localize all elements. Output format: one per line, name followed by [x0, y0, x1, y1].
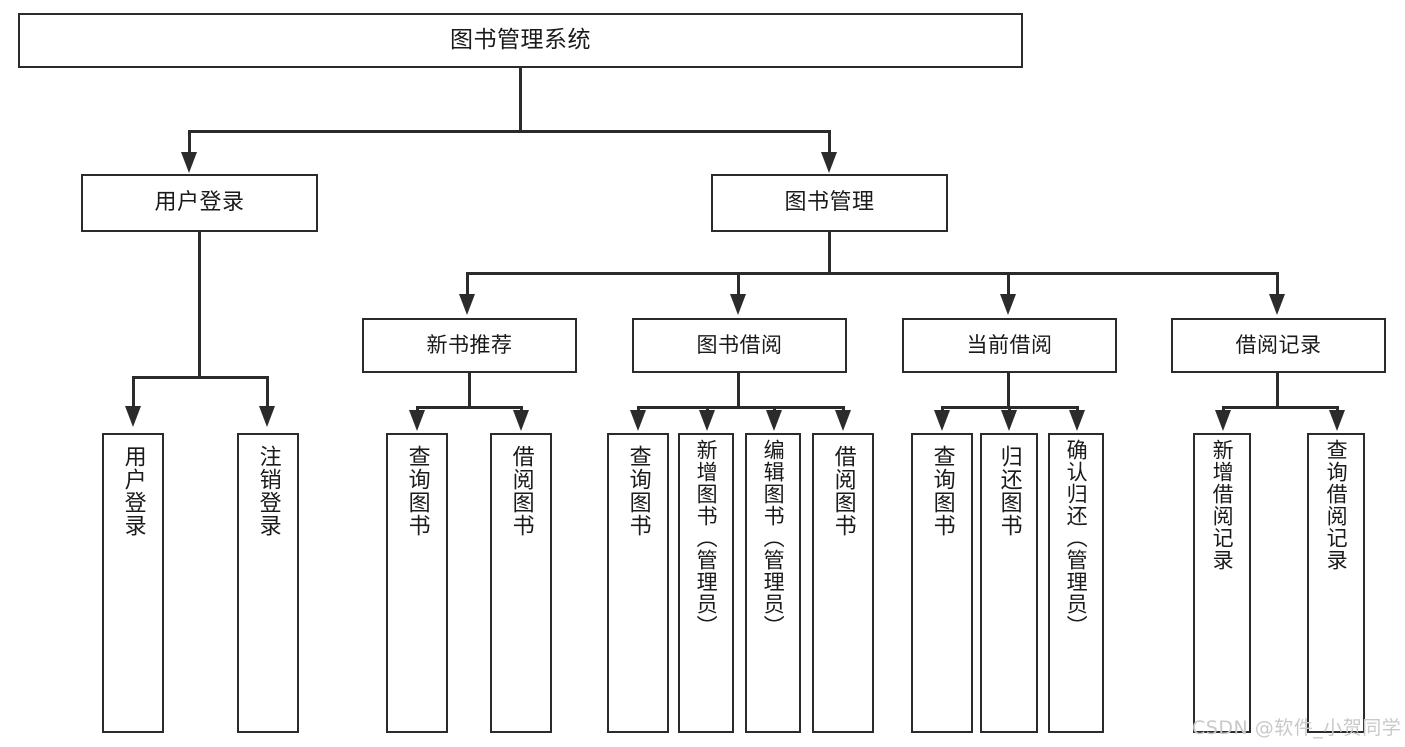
arrow-to-leaf-nb-query [409, 410, 425, 431]
node-label: 新书推荐 [426, 333, 513, 358]
node-new-book-recommend[interactable]: 新书推荐 [362, 318, 577, 373]
arrow-to-leaf-logout [259, 406, 275, 427]
arrow-to-borrow-record [1269, 294, 1285, 315]
arrow-to-book-manage [821, 152, 837, 173]
edge-level2-bus [466, 272, 1279, 275]
arrow-to-book-borrow [730, 294, 746, 315]
arrow-to-leaf-br-query [1329, 410, 1345, 431]
edge-level1-bus [188, 130, 831, 133]
edge-level2-drop-1 [466, 272, 469, 298]
leaf-label: 查询图书 [625, 445, 651, 537]
edge-borrow-record-stem [1276, 373, 1279, 406]
edge-user-login-stem [198, 232, 201, 376]
leaf-nb-borrow-book[interactable]: 借阅图书 [490, 433, 552, 733]
arrow-to-leaf-cb-confirm [1069, 410, 1085, 431]
edge-user-login-bus [132, 376, 269, 379]
arrow-to-leaf-bb-query [630, 410, 646, 431]
leaf-br-add-record[interactable]: 新增借阅记录 [1193, 433, 1251, 733]
arrow-to-leaf-nb-borrow [513, 410, 529, 431]
edge-borrow-record-bus [1222, 406, 1339, 409]
leaf-cb-return-book[interactable]: 归还图书 [980, 433, 1038, 733]
edge-root-stem [519, 68, 522, 130]
leaf-cb-confirm-return-admin[interactable]: 确认归还（管理员） [1048, 433, 1104, 733]
edge-new-book-bus [416, 406, 523, 409]
leaf-bb-edit-book-admin[interactable]: 编辑图书（管理员） [745, 433, 801, 733]
arrow-to-leaf-cb-return [1001, 410, 1017, 431]
leaf-label: 查询图书 [929, 445, 955, 537]
edge-level1-drop-right [828, 130, 831, 156]
leaf-cb-query-book[interactable]: 查询图书 [911, 433, 973, 733]
edge-user-login-drop-2 [266, 376, 269, 410]
leaf-bb-query-book[interactable]: 查询图书 [607, 433, 669, 733]
leaf-logout[interactable]: 注销登录 [237, 433, 299, 733]
edge-level2-drop-3 [1007, 272, 1010, 298]
node-book-borrow[interactable]: 图书借阅 [632, 318, 847, 373]
edge-book-borrow-stem [737, 373, 740, 406]
leaf-label: 查询图书 [404, 445, 430, 537]
leaf-label: 注销登录 [255, 445, 281, 537]
node-book-management[interactable]: 图书管理 [711, 174, 948, 232]
arrow-to-current-borrow [1000, 294, 1016, 315]
leaf-label: 确认归还（管理员） [1064, 439, 1089, 637]
node-label: 当前借阅 [966, 333, 1053, 358]
leaf-label: 新增图书（管理员） [694, 439, 719, 637]
edge-book-manage-stem [828, 232, 831, 274]
edge-level1-drop-left [188, 130, 191, 156]
arrow-to-new-book [459, 294, 475, 315]
edge-current-borrow-stem [1007, 373, 1010, 406]
edge-user-login-drop-1 [132, 376, 135, 410]
watermark-text: CSDN @软件_小贺同学 [1192, 717, 1402, 739]
leaf-label: 编辑图书（管理员） [761, 439, 786, 637]
leaf-br-query-record[interactable]: 查询借阅记录 [1307, 433, 1365, 733]
leaf-bb-add-book-admin[interactable]: 新增图书（管理员） [678, 433, 734, 733]
leaf-label: 借阅图书 [830, 445, 856, 537]
arrow-to-leaf-cb-query [934, 410, 950, 431]
edge-level2-drop-4 [1276, 272, 1279, 298]
node-label: 借阅记录 [1235, 333, 1322, 358]
arrow-to-leaf-user-login [125, 406, 141, 427]
leaf-label: 新增借阅记录 [1210, 439, 1235, 571]
edge-level2-drop-2 [737, 272, 740, 298]
node-label: 图书管理系统 [450, 26, 591, 53]
leaf-user-login[interactable]: 用户登录 [102, 433, 164, 733]
node-label: 图书管理 [784, 190, 875, 216]
node-label: 图书借阅 [696, 333, 783, 358]
leaf-bb-borrow-book[interactable]: 借阅图书 [812, 433, 874, 733]
leaf-label: 用户登录 [120, 445, 146, 537]
leaf-label: 查询借阅记录 [1324, 439, 1349, 571]
node-current-borrow[interactable]: 当前借阅 [902, 318, 1117, 373]
arrow-to-leaf-bb-edit [766, 410, 782, 431]
leaf-label: 归还图书 [996, 445, 1022, 537]
arrow-to-leaf-bb-add [699, 410, 715, 431]
arrow-to-leaf-bb-borrow [835, 410, 851, 431]
edge-new-book-stem [468, 373, 471, 406]
node-label: 用户登录 [154, 190, 245, 216]
leaf-label: 借阅图书 [508, 445, 534, 537]
edge-book-borrow-bus [637, 406, 845, 409]
arrow-to-leaf-br-add [1215, 410, 1231, 431]
leaf-nb-query-book[interactable]: 查询图书 [386, 433, 448, 733]
node-root-system[interactable]: 图书管理系统 [18, 13, 1023, 68]
arrow-to-user-login [181, 152, 197, 173]
node-borrow-record[interactable]: 借阅记录 [1171, 318, 1386, 373]
node-user-login[interactable]: 用户登录 [81, 174, 318, 232]
